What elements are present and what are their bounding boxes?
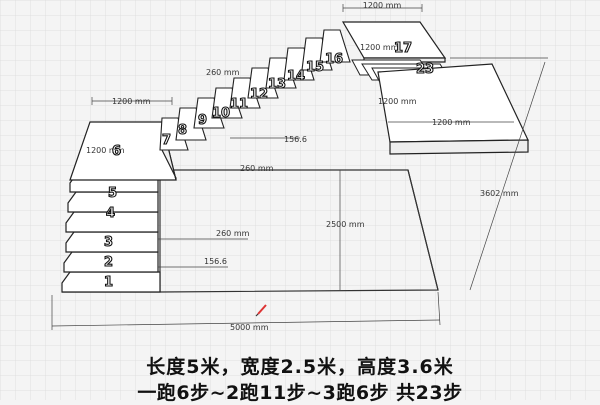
step-number-14: 14 xyxy=(287,69,305,84)
dim-tread-mid: 260 mm xyxy=(240,164,274,173)
step-number-11: 11 xyxy=(230,97,248,112)
dim-left-landing-depth: 1200 mm xyxy=(86,146,125,155)
dim-riser-lower: 156.6 xyxy=(204,257,227,266)
dimension-lines xyxy=(51,4,548,330)
step-number-7: 7 xyxy=(162,133,171,148)
step-number-2: 2 xyxy=(104,255,113,270)
dim-tread-lower: 260 mm xyxy=(216,229,250,238)
step-number-17: 17 xyxy=(394,41,412,56)
dim-top-depth: 1200 mm xyxy=(360,43,399,52)
step-number-10: 10 xyxy=(212,106,230,121)
step-number-5: 5 xyxy=(108,186,117,201)
caption-line-2: 一跑6步~2跑11步~3跑6步 共23步 xyxy=(137,382,463,404)
dim-left-landing-width: 1200 mm xyxy=(112,97,151,106)
step-number-4: 4 xyxy=(106,206,115,221)
step-number-16: 16 xyxy=(325,52,343,67)
middle-flight xyxy=(159,29,351,151)
step-number-15: 15 xyxy=(306,60,324,75)
step-number-1: 1 xyxy=(104,275,113,290)
dim-top-width: 1200 mm xyxy=(363,1,402,10)
floor-right-edge xyxy=(407,169,439,291)
dim-total-height: 3602 mm xyxy=(480,189,519,198)
dim-landing2-width: 1200 mm xyxy=(432,118,471,127)
top-landing xyxy=(341,21,447,63)
caption-line-1: 长度5米，宽度2.5米，高度3.6米 xyxy=(146,356,454,378)
step-number-12: 12 xyxy=(250,87,268,102)
step-number-8: 8 xyxy=(178,123,187,138)
dim-riser-mid: 156.6 xyxy=(284,135,307,144)
step-number-23: 23 xyxy=(416,62,434,77)
step-number-3: 3 xyxy=(104,235,113,250)
lower-flight xyxy=(61,121,177,293)
right-landing xyxy=(377,63,529,155)
step-number-9: 9 xyxy=(198,113,207,128)
pencil-icon xyxy=(255,304,267,317)
dim-landing2-depth: 1200 mm xyxy=(378,97,417,106)
dim-total-length: 5000 mm xyxy=(230,323,269,332)
dim-total-width: 2500 mm xyxy=(326,220,365,229)
step-number-6: 6 xyxy=(112,144,121,159)
dim-tread-upper: 260 mm xyxy=(206,68,240,77)
step-number-13: 13 xyxy=(268,77,286,92)
